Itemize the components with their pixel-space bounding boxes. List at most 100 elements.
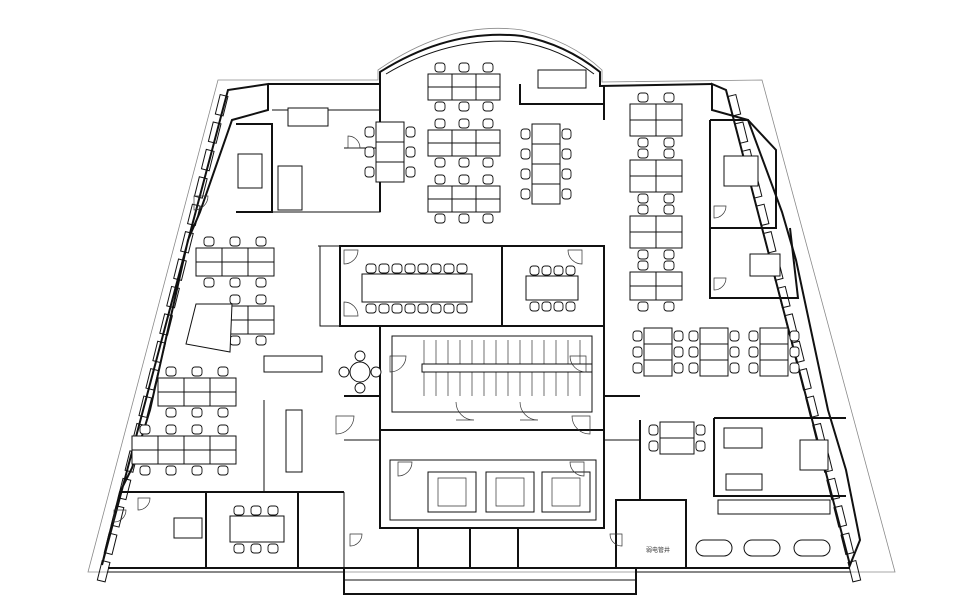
building-envelope — [87, 27, 896, 595]
chair — [217, 366, 229, 377]
chair — [637, 148, 649, 159]
chair — [789, 330, 800, 342]
chair — [404, 263, 416, 274]
chair — [482, 62, 494, 73]
chair — [637, 249, 649, 260]
chair — [191, 424, 203, 435]
door-swing — [567, 249, 583, 265]
chair — [565, 301, 576, 312]
counter — [263, 355, 323, 373]
office-desk — [537, 69, 587, 89]
desk — [183, 449, 211, 465]
desk — [531, 183, 561, 205]
chair — [748, 346, 759, 358]
chair — [561, 168, 572, 180]
window-panel — [117, 477, 132, 501]
chair — [632, 330, 643, 342]
chair — [458, 174, 470, 185]
chair — [255, 277, 267, 288]
chair — [458, 62, 470, 73]
desk — [157, 435, 185, 451]
window-panel — [152, 340, 167, 364]
chair — [364, 126, 375, 138]
door-swing — [571, 415, 591, 435]
chair — [561, 128, 572, 140]
chair — [229, 294, 241, 305]
chair — [663, 193, 675, 204]
chair — [553, 301, 564, 312]
desk — [427, 86, 453, 101]
door-swing — [349, 533, 363, 547]
window-panel — [186, 203, 201, 227]
chair — [405, 126, 416, 138]
desk — [375, 121, 405, 143]
chair — [405, 146, 416, 158]
window-panel — [833, 505, 848, 528]
counter — [285, 409, 303, 473]
desk — [629, 285, 657, 301]
lounge-sofas — [695, 499, 831, 557]
desk — [655, 159, 683, 177]
door-swing — [569, 461, 585, 477]
window-panel — [798, 368, 812, 391]
chair — [250, 543, 262, 554]
chair — [482, 157, 494, 168]
chair — [637, 137, 649, 148]
chair — [561, 148, 572, 160]
office-desk — [173, 517, 203, 539]
window-panel — [193, 176, 208, 199]
chair — [789, 362, 800, 374]
chair — [673, 330, 684, 342]
chair — [434, 62, 446, 73]
desk — [427, 198, 453, 213]
chair — [233, 505, 245, 516]
desk — [699, 343, 729, 361]
desk — [475, 73, 501, 88]
desk — [451, 129, 477, 144]
chair — [165, 424, 177, 435]
chair — [378, 263, 390, 274]
desk — [451, 142, 477, 157]
desk — [209, 391, 237, 407]
window-panel — [96, 559, 111, 583]
chair — [417, 303, 429, 314]
chair — [434, 174, 446, 185]
chair — [267, 505, 279, 516]
desk — [531, 123, 561, 145]
chair — [364, 166, 375, 178]
chair — [191, 366, 203, 377]
window-panel — [727, 93, 742, 117]
chair — [520, 128, 531, 140]
chair — [434, 213, 446, 224]
door-swing — [455, 401, 475, 421]
chair — [165, 366, 177, 377]
chair — [417, 263, 429, 274]
chair — [529, 301, 540, 312]
door-swing — [519, 401, 539, 421]
chair — [191, 407, 203, 418]
chair — [165, 465, 177, 476]
window-panel — [173, 258, 187, 281]
window-panel — [145, 368, 160, 391]
chair — [434, 118, 446, 129]
door-swing — [113, 509, 127, 523]
chair — [434, 157, 446, 168]
chair — [267, 543, 279, 554]
door-swing — [335, 415, 355, 435]
chair — [139, 465, 151, 476]
window-panel — [840, 532, 855, 556]
window-panel — [180, 231, 194, 254]
desk — [643, 343, 673, 361]
sofa — [277, 165, 303, 211]
meeting-table — [361, 273, 473, 303]
chair — [637, 204, 649, 215]
chair — [637, 193, 649, 204]
workstation-furniture — [131, 62, 829, 554]
door-swing — [343, 301, 359, 317]
door-swing — [569, 355, 587, 373]
door-swing — [193, 195, 209, 211]
door-swing — [713, 205, 727, 219]
desk — [759, 327, 789, 345]
desk — [655, 215, 683, 233]
